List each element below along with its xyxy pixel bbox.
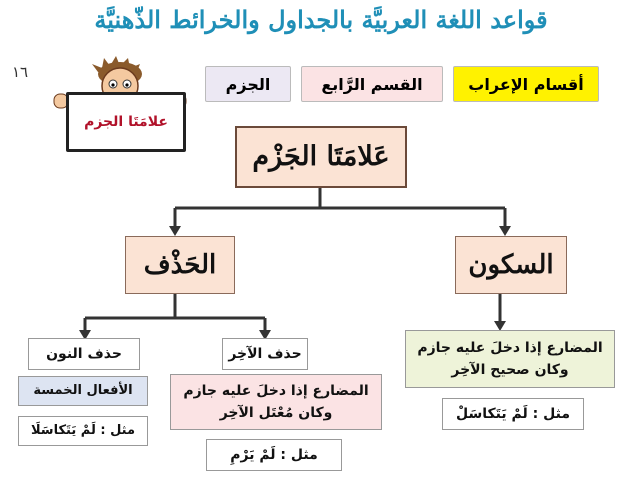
hadhf-akhir-description: المضارع إذا دخلَ عليه جازم وكان مُعْتَل … xyxy=(170,374,382,430)
tag-iarab-sections: أقسام الإعراب xyxy=(453,66,599,102)
hadhf-nun-example: مثل : لَمْ يَتَكاسَلَا xyxy=(18,416,148,446)
page-number: ١٦ xyxy=(12,63,28,81)
hadhf-akhir-line-1: المضارع إذا دخلَ عليه جازم xyxy=(171,380,381,402)
sukun-line-1: المضارع إذا دخلَ عليه جازم xyxy=(406,337,614,359)
hadhf-akhir-example: مثل : لَمْ يَرْمِ xyxy=(206,439,342,471)
hadhf-nun-sub: الأفعال الخمسة xyxy=(18,376,148,406)
branch-hadhf: الحَذْف xyxy=(125,236,235,294)
branch-sukun: السكون xyxy=(455,236,567,294)
hadhf-akhir-line-2: وكان مُعْتَل الآخِر xyxy=(171,402,381,424)
root-node: عَلامَتَا الجَزْم xyxy=(235,126,407,188)
sign-board: علامَتَا الجزم xyxy=(66,92,186,152)
sukun-line-2: وكان صحيح الآخِر xyxy=(406,359,614,381)
hadhf-nun-title: حذف النون xyxy=(28,338,140,370)
sukun-description: المضارع إذا دخلَ عليه جازم وكان صحيح الآ… xyxy=(405,330,615,388)
tag-jazm: الجزم xyxy=(205,66,291,102)
tag-fourth-section: القسم الرَّابع xyxy=(301,66,443,102)
sukun-example: مثل : لَمْ يَتَكاسَلْ xyxy=(442,398,584,430)
hadhf-akhir-title: حذف الآخِر xyxy=(222,338,308,370)
page-title: قواعد اللغة العربيَّة بالجداول والخرائط … xyxy=(8,2,634,38)
